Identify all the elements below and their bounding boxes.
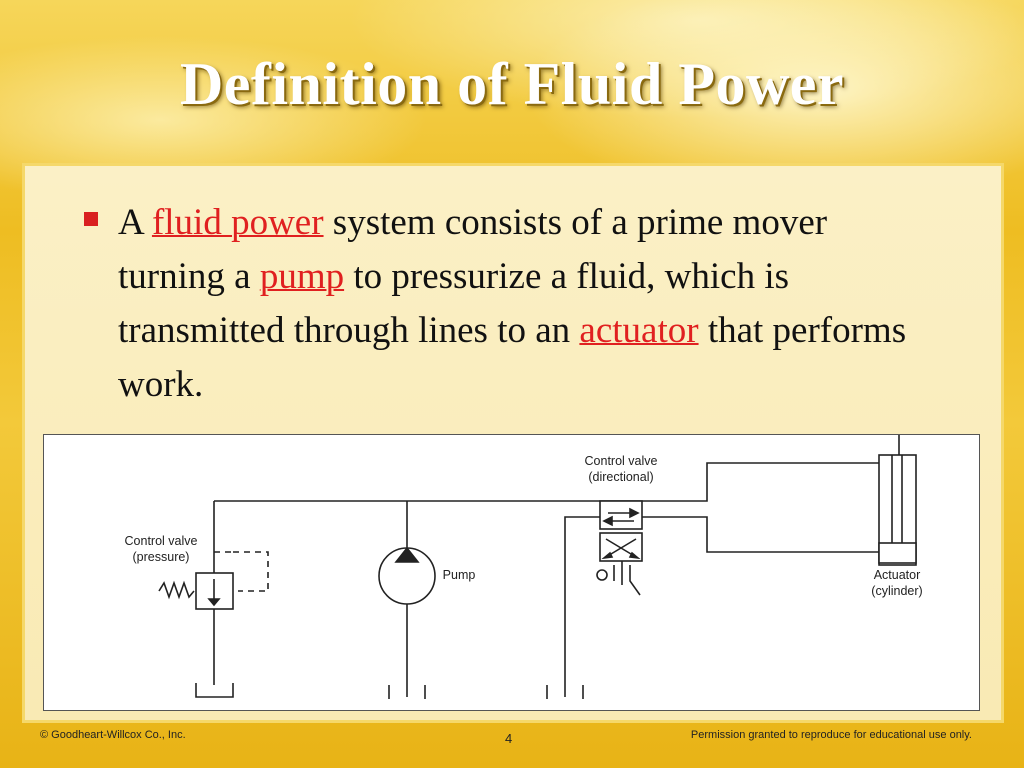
term-pump-link[interactable]: pump (259, 256, 345, 297)
paragraph-text: that performs work. (118, 310, 907, 405)
bullet-square-icon (84, 212, 98, 226)
label-actuator: Actuator (cylinder) (852, 567, 942, 599)
term-actuator-link[interactable]: actuator (579, 310, 699, 351)
label-line: (pressure) (132, 550, 190, 564)
page-number: 4 (505, 731, 513, 746)
paragraph-text: system consists of a prime mover turning… (118, 202, 828, 297)
cylinder-symbol (878, 454, 917, 566)
term-fluid-power-link[interactable]: fluid power (151, 202, 324, 243)
slide-title: Definition of Fluid Power (179, 51, 845, 117)
label-control-valve-pressure: Control valve (pressure) (106, 533, 216, 565)
footer-copyright: © Goodheart-Willcox Co., Inc. (40, 729, 186, 741)
label-line: Control valve (124, 534, 198, 548)
pressure-valve-symbol (158, 551, 269, 610)
cylinder-return-line (642, 516, 879, 553)
reservoir-symbols (195, 683, 584, 699)
paragraph-text: A (118, 202, 152, 243)
return-line (564, 516, 600, 697)
directional-valve-symbol (596, 500, 643, 596)
fluid-power-circuit-diagram: Control valve (pressure) Pump Control va… (43, 434, 980, 711)
pump-symbol (378, 546, 436, 605)
footer-permission: Permission granted to reproduce for educ… (690, 729, 972, 741)
bullet-paragraph: A fluid power system consists of a prime… (118, 196, 938, 412)
label-line: (directional) (588, 470, 654, 484)
paragraph-text: to pressurize a fluid, which is transmit… (118, 256, 790, 351)
label-pump: Pump (442, 568, 476, 582)
label-line: Actuator (873, 568, 921, 582)
circuit-schematic (158, 435, 917, 699)
label-line: (cylinder) (871, 584, 923, 598)
label-line: Control valve (584, 454, 658, 468)
label-control-valve-directional: Control valve (directional) (561, 453, 681, 485)
supply-line (214, 462, 879, 502)
